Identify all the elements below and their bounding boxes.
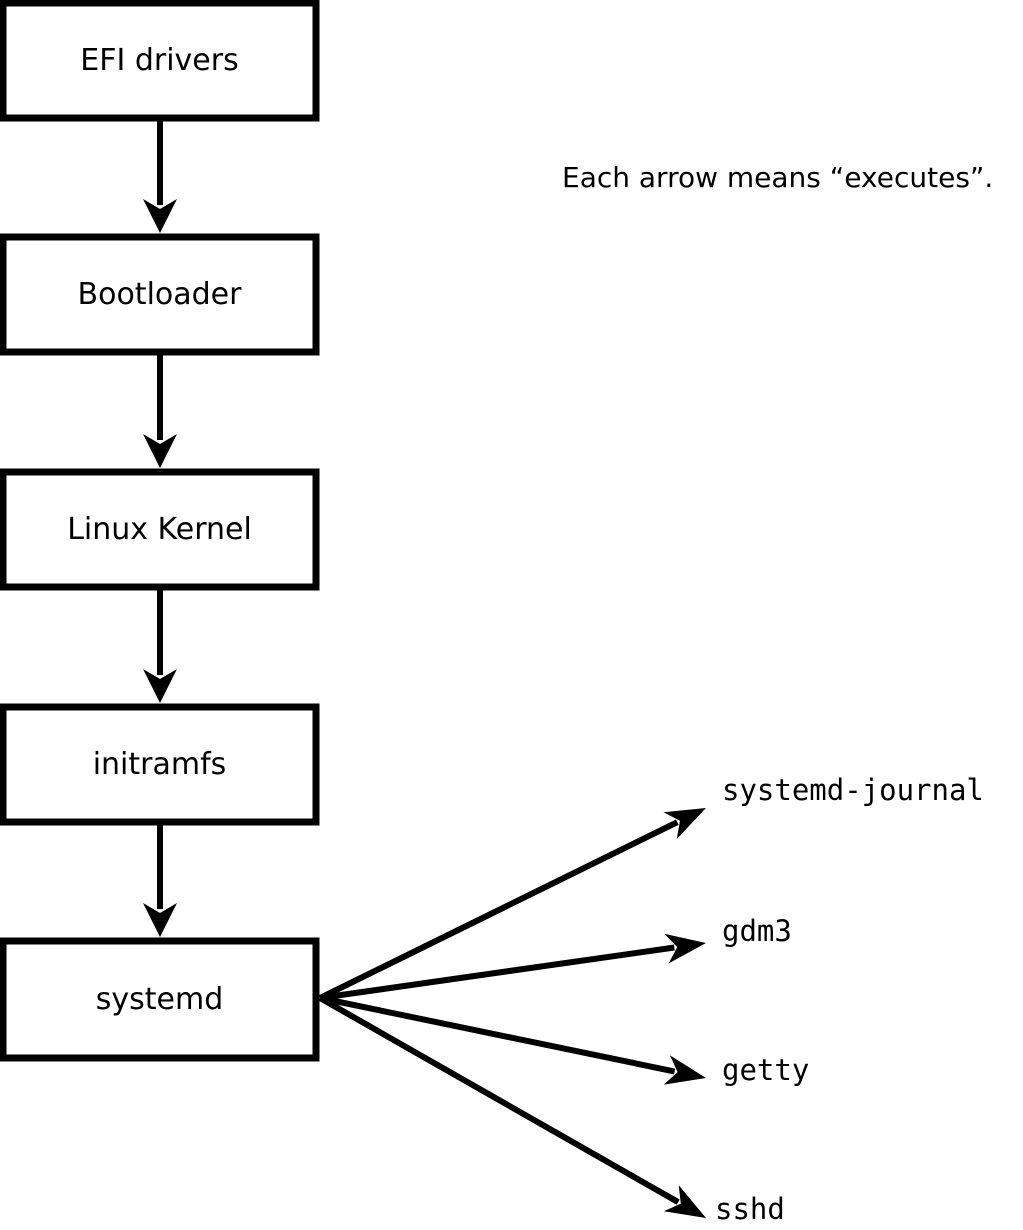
arrow-systemd-to-sshd [318, 995, 706, 1218]
arrow-shaft [319, 944, 675, 1001]
arrow-systemd-to-gdm3 [319, 933, 706, 1001]
node-box-outline [0, 233, 320, 356]
node-box-outline [0, 703, 320, 826]
node-box-outline [0, 468, 320, 591]
arrow-head-icon [143, 199, 177, 233]
node-systemd[interactable]: systemd [0, 937, 320, 1062]
arrow-efi-to-bootloader [143, 118, 177, 233]
chain-arrows-group [143, 118, 177, 937]
node-bootloader[interactable]: Bootloader [0, 233, 320, 356]
node-box-outline [0, 937, 320, 1062]
node-efi-drivers[interactable]: EFI drivers [0, 0, 320, 122]
arrow-shaft [318, 995, 680, 1205]
leaf-label-systemd-journal: systemd-journal [722, 773, 984, 807]
node-box-outline [0, 0, 320, 122]
leaf-label-getty: getty [722, 1053, 809, 1087]
node-label: Bootloader [78, 277, 243, 312]
arrow-initramfs-to-systemd [143, 822, 177, 937]
leaf-labels-group: systemd-journal gdm3 getty sshd [715, 773, 984, 1226]
arrow-bootloader-to-kernel [143, 353, 177, 468]
legend-note: Each arrow means “executes”. [562, 161, 993, 194]
arrow-systemd-to-systemd-journal [318, 808, 706, 1001]
node-initramfs[interactable]: initramfs [0, 703, 320, 826]
arrow-shaft [318, 819, 679, 1001]
arrow-head-icon [663, 808, 706, 840]
node-label: systemd [96, 982, 224, 1017]
arrow-head-icon [663, 1185, 706, 1218]
arrow-head-icon [143, 903, 177, 937]
leaf-label-gdm3: gdm3 [722, 914, 792, 948]
arrow-head-icon [663, 1055, 706, 1085]
node-linux-kernel[interactable]: Linux Kernel [0, 468, 320, 591]
arrow-shaft [319, 995, 676, 1075]
arrow-systemd-to-getty [319, 995, 706, 1085]
leaf-label-sshd: sshd [715, 1192, 785, 1226]
arrow-head-icon [143, 434, 177, 468]
node-label: EFI drivers [80, 43, 238, 78]
fan-arrows-group [318, 808, 706, 1218]
arrow-kernel-to-initramfs [143, 588, 177, 703]
node-label: initramfs [93, 747, 227, 782]
arrow-head-icon [143, 669, 177, 703]
arrow-head-icon [664, 933, 706, 964]
node-label: Linux Kernel [67, 512, 252, 547]
